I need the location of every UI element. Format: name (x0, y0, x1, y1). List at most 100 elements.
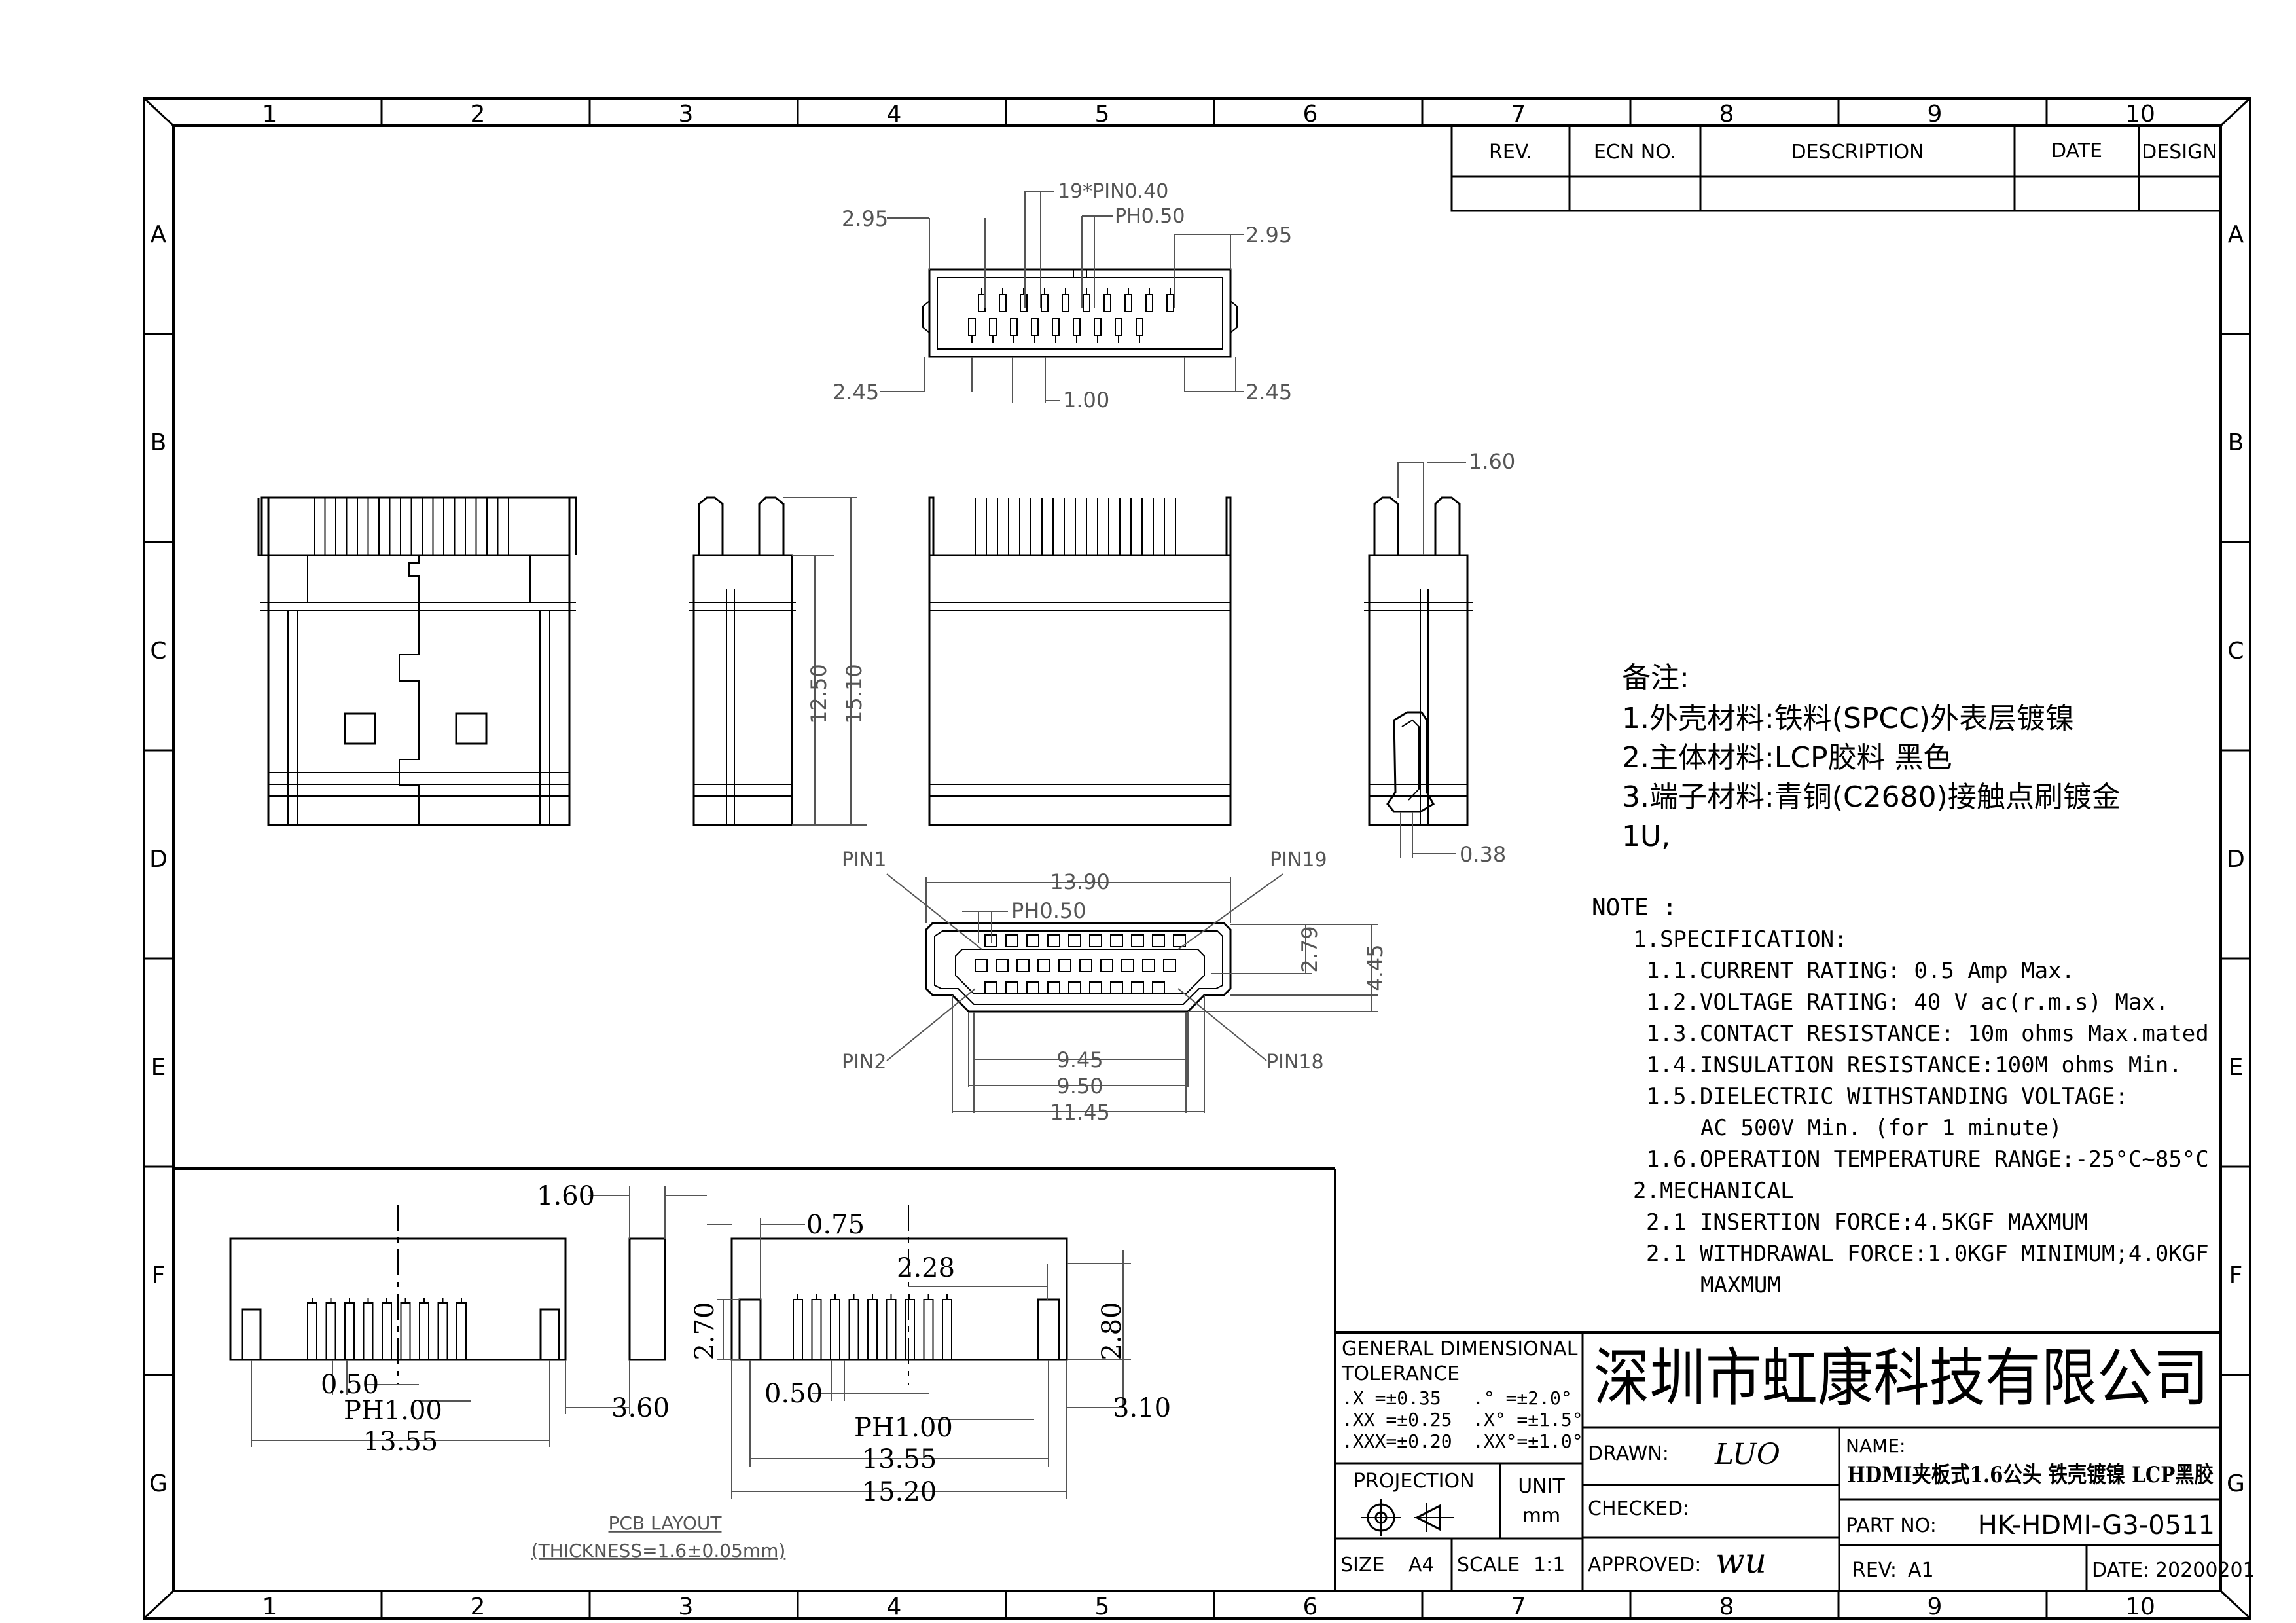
top-pin (1145, 294, 1153, 312)
dim-12-50: 12.50 (806, 664, 831, 724)
face-pin (996, 959, 1009, 972)
drawn-signature: LUO (1714, 1438, 1780, 1471)
notes-en-line: 2.1 INSERTION FORCE:4.5KGF MAXMUM (1646, 1209, 2089, 1235)
dim-pcb-ph100b: PH1.00 (854, 1413, 953, 1443)
top-pin (999, 294, 1007, 312)
ecn-header: ECN NO. (1594, 141, 1676, 164)
bottom-pin (989, 318, 997, 336)
dim-1-60: 1.60 (1469, 449, 1515, 474)
dim-11-45: 11.45 (1050, 1100, 1110, 1125)
front-face-view: 13.90 PH0.50 2.79 4.45 9.45 9.50 11.45 P… (842, 848, 1388, 1125)
face-pin (1026, 934, 1039, 947)
face-pin (1079, 959, 1092, 972)
approved-signature: wu (1715, 1542, 1767, 1581)
drawn-label: DRAWN: (1588, 1442, 1669, 1465)
pcb-pad (344, 1302, 355, 1360)
face-pin (1089, 981, 1102, 994)
pin19-label: PIN19 (1270, 848, 1327, 871)
pin18-label: PIN18 (1266, 1051, 1324, 1074)
unit-label: UNIT (1518, 1475, 1565, 1498)
tolerance-row: .XX =±0.25 (1342, 1409, 1452, 1431)
drawing-frame (143, 97, 2251, 1620)
face-pin (1110, 981, 1123, 994)
tolerance-row: .X° =±1.5° (1473, 1409, 1583, 1431)
checked-label: CHECKED: (1588, 1497, 1689, 1520)
bottom-pin (1052, 318, 1060, 336)
col-label: 4 (887, 101, 902, 128)
scale-label: SCALE (1457, 1554, 1520, 1577)
title-block: GENERAL DIMENSIONAL TOLERANCE .X =±0.35 … (1334, 1331, 2255, 1592)
revision-table: REV. ECN NO. DESCRIPTION DATE DESIGN (1450, 124, 2222, 212)
tolerance-row: .XXX=±0.20 (1342, 1431, 1452, 1452)
notes-en-line: MAXMUM (1700, 1272, 1781, 1298)
col-label: 8 (1719, 1594, 1734, 1620)
tolerance-row: .X =±0.35 (1342, 1387, 1441, 1409)
face-pin (1068, 981, 1081, 994)
row-label: D (149, 846, 168, 873)
row-label: A (151, 221, 167, 248)
face-pin (1047, 981, 1060, 994)
top-pin (1124, 294, 1132, 312)
notes-en-title: NOTE : (1592, 894, 1677, 921)
col-label: 8 (1719, 101, 1734, 128)
row-label: B (2228, 429, 2244, 456)
pcb-pad (923, 1299, 934, 1360)
pcb-pad (363, 1302, 374, 1360)
frame-row-labels-right: A B C D E F G (2227, 221, 2245, 1497)
face-pin (1026, 981, 1039, 994)
dim-bottom-center: 1.00 (1063, 388, 1109, 412)
face-pin (975, 959, 988, 972)
dim-pcb-2-28: 2.28 (897, 1253, 955, 1283)
pcb-pad (325, 1302, 336, 1360)
face-pin (1131, 981, 1144, 994)
face-pin (1173, 934, 1186, 947)
bottom-pin (1094, 318, 1102, 336)
pcb-pad (942, 1299, 952, 1360)
face-pin (1005, 934, 1018, 947)
date-value: 20200201 (2155, 1559, 2255, 1582)
face-pin (984, 981, 997, 994)
row-label: E (151, 1054, 166, 1081)
top-pin (978, 294, 986, 312)
bottom-pin (1136, 318, 1143, 336)
dim-2-79: 2.79 (1297, 926, 1322, 972)
dim-pcb-0-75: 0.75 (806, 1210, 865, 1240)
top-pin (1083, 294, 1090, 312)
face-pin (1047, 934, 1060, 947)
bottom-pin (1115, 318, 1122, 336)
col-label: 4 (887, 1594, 902, 1620)
dim-13-90: 13.90 (1050, 869, 1110, 894)
rev-label: REV: (1852, 1559, 1897, 1582)
top-view-pins (968, 288, 1174, 343)
row-label: D (2227, 846, 2245, 873)
pcb-pad (905, 1299, 915, 1360)
pcb-pad (848, 1299, 859, 1360)
face-pin (1110, 934, 1123, 947)
pcb-layout-subtitle: (THICKNESS=1.6±0.05mm) (531, 1540, 786, 1561)
dim-ph-0-50: PH0.50 (1011, 898, 1086, 923)
face-pin (1037, 959, 1050, 972)
top-pin (1103, 294, 1111, 312)
face-pin (1100, 959, 1113, 972)
notes-en-line: AC 500V Min. (for 1 minute) (1700, 1115, 2062, 1141)
tolerance-row: .XX°=±1.0° (1473, 1431, 1583, 1452)
row-label: F (152, 1262, 166, 1289)
pcb-pad (382, 1302, 392, 1360)
dim-9-50: 9.50 (1056, 1074, 1103, 1099)
dim-top-left: 2.95 (842, 206, 888, 231)
pcb-pad (419, 1302, 429, 1360)
col-label: 9 (1928, 1594, 1943, 1620)
side-view-c: 1.60 0.38 (1364, 449, 1515, 867)
design-header: DESIGN (2142, 141, 2217, 164)
notes-english: NOTE : 1.SPECIFICATION: 1.1.CURRENT RATI… (1592, 894, 2209, 1298)
col-label: 2 (471, 1594, 486, 1620)
col-label: 10 (2125, 101, 2155, 128)
dim-bottom-left: 2.45 (833, 380, 879, 405)
pcb-right-pads (793, 1294, 952, 1360)
scale-value: 1:1 (1534, 1554, 1565, 1577)
dim-4-45: 4.45 (1363, 944, 1388, 991)
side-view-b (928, 496, 1232, 826)
pcb-pad (886, 1299, 897, 1360)
dim-pcb-13-55a: 13.55 (363, 1427, 439, 1457)
